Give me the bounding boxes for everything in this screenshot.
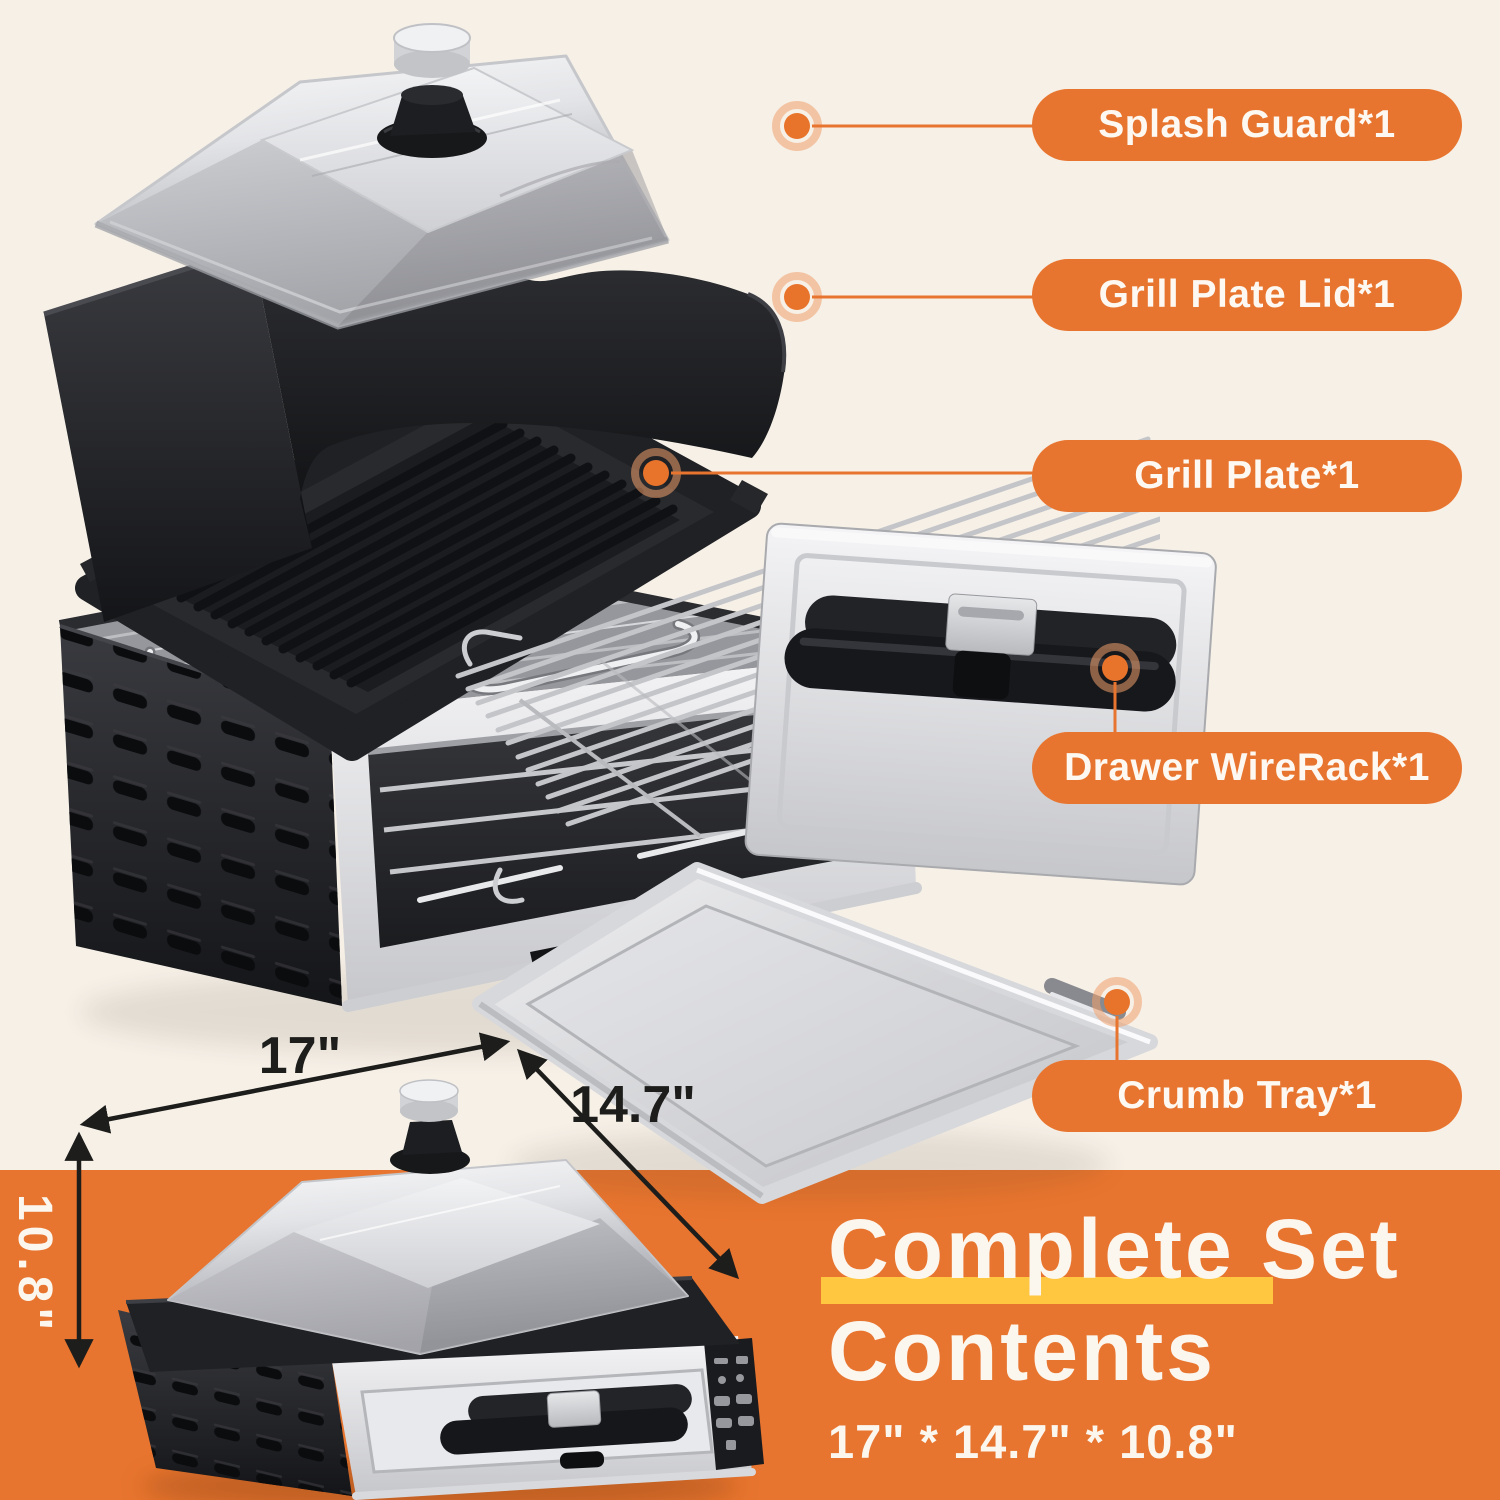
height-dimension-label: 10.8" <box>8 1194 61 1336</box>
assembled-grill-knob <box>390 1079 470 1174</box>
grill-plate-lid-image <box>43 244 787 622</box>
callout-pill-grill-plate-lid: Grill Plate Lid*1 <box>1032 259 1462 331</box>
splash-guard-image <box>94 23 670 330</box>
callout-pill-splash-guard: Splash Guard*1 <box>1032 89 1462 161</box>
grill-plate-image <box>75 353 768 761</box>
dimension-arrows <box>64 1032 740 1369</box>
footer-heading-line2: Contents <box>828 1304 1216 1398</box>
footer-heading-line1: Complete Set <box>828 1202 1401 1296</box>
callout-leader-splash-guard <box>772 101 1036 151</box>
callout-pill-crumb-tray: Crumb Tray*1 <box>1032 1060 1462 1132</box>
callout-leader-grill-plate-lid <box>772 272 1036 322</box>
heading-highlight-bar <box>821 1277 1273 1304</box>
splash-guard-knob <box>377 23 487 158</box>
footer-heading: Complete Set Contents <box>828 1198 1401 1402</box>
callout-leader-grill-plate <box>631 448 1036 498</box>
assembled-grill-control-panel <box>704 1338 764 1470</box>
callout-pill-drawer-wirerack: Drawer WireRack*1 <box>1032 732 1462 804</box>
width-dimension-label: 17" <box>258 1027 342 1085</box>
depth-dimension-label: 14.7" <box>570 1076 696 1134</box>
callout-leader-drawer-wirerack <box>1090 643 1140 734</box>
width-arrow <box>79 1032 511 1134</box>
callout-leader-crumb-tray <box>1092 977 1142 1062</box>
depth-arrow <box>516 1048 740 1280</box>
footer-size-summary: 17" * 14.7" * 10.8" <box>828 1415 1238 1468</box>
callout-pill-grill-plate: Grill Plate*1 <box>1032 440 1462 512</box>
